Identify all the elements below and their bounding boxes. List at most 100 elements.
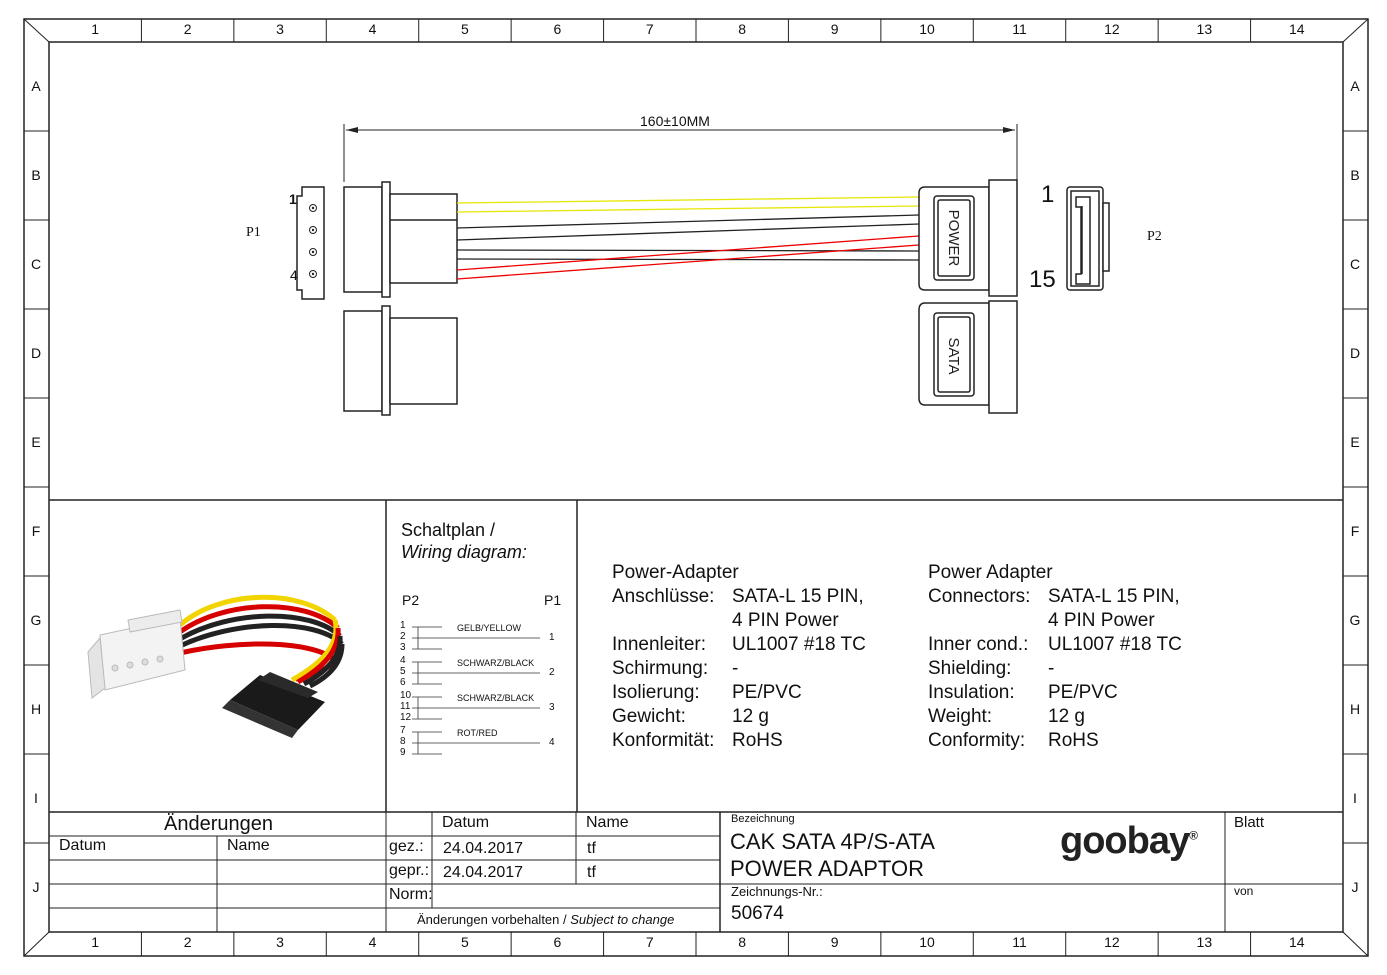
- spec-row: Konformität:RoHS: [612, 729, 866, 753]
- spec-value: RoHS: [1048, 730, 1099, 751]
- column-label: 7: [645, 21, 654, 37]
- gez-name: tf: [587, 840, 596, 857]
- row-label: C: [30, 255, 42, 272]
- column-label: 7: [645, 934, 654, 950]
- changes-name-col: Name: [227, 837, 270, 854]
- changes-header: Änderungen: [164, 813, 273, 835]
- spec-row: Insulation:PE/PVC: [928, 681, 1182, 705]
- p1-pin-last: 4: [290, 267, 298, 283]
- sata-data-connector: [918, 300, 1018, 414]
- wiring-p2-pin: 3: [400, 642, 406, 653]
- column-label: 13: [1196, 21, 1213, 37]
- row-label: E: [31, 433, 41, 450]
- spec-row: Inner cond.:UL1007 #18 TC: [928, 633, 1182, 657]
- column-label: 12: [1104, 21, 1120, 37]
- column-label: 4: [368, 934, 377, 950]
- spec-key: Gewicht:: [612, 706, 686, 727]
- spec-key: Innenleiter:: [612, 634, 707, 655]
- spec-value: -: [1048, 658, 1055, 679]
- spec-key: Anschlüsse:: [612, 586, 715, 607]
- column-label: 9: [830, 21, 839, 37]
- datum-header: Datum: [442, 814, 490, 831]
- column-label: 1: [91, 934, 100, 950]
- subject-to-change: Änderungen vorbehalten / Subject to chan…: [417, 912, 674, 927]
- wiring-color-label: SCHWARZ/BLACK: [457, 658, 535, 668]
- dimension-label: 160±10MM: [640, 113, 710, 129]
- wiring-p2-pin: 12: [400, 712, 412, 723]
- sata-photo: [222, 672, 325, 738]
- bezeichnung-label: Bezeichnung: [731, 813, 795, 825]
- wiring-p2-pin: 11: [400, 701, 411, 712]
- column-label: 3: [276, 21, 284, 37]
- spec-key: Weight:: [928, 706, 993, 727]
- wiring-color-label: ROT/RED: [457, 728, 498, 738]
- spec-row: 4 PIN Power: [612, 609, 866, 633]
- spec-value: SATA-L 15 PIN,: [1048, 586, 1180, 607]
- wiring-p2-pin: 5: [400, 666, 406, 677]
- row-label: G: [1349, 611, 1361, 628]
- spec-row: Weight:12 g: [928, 705, 1182, 729]
- column-label: 8: [738, 21, 747, 37]
- spec-row: Connectors: SATA-L 15 PIN,: [928, 585, 1182, 609]
- p2-pin-first: 1: [1041, 181, 1055, 208]
- spec-value: UL1007 #18 TC: [732, 634, 866, 655]
- spec-key: Conformity:: [928, 730, 1026, 751]
- wiring-color-label: SCHWARZ/BLACK: [457, 693, 535, 703]
- gepr-label: gepr.:: [389, 862, 430, 879]
- wiring-p2-pin: 4: [400, 655, 406, 666]
- wiring-left-header: P2: [402, 592, 420, 608]
- gepr-name: tf: [587, 864, 596, 881]
- wiring-right-header: P1: [544, 592, 562, 608]
- column-label: 11: [1012, 21, 1027, 37]
- subject-en: Subject to change: [570, 912, 675, 927]
- spec-key: [928, 609, 1048, 633]
- wiring-color-label: GELB/YELLOW: [457, 623, 522, 633]
- spec-key: Isolierung:: [612, 682, 700, 703]
- spec-value: -: [732, 658, 739, 679]
- spec-row: Schirmung: -: [612, 657, 866, 681]
- title-line1: CAK SATA 4P/S-ATA: [730, 829, 935, 854]
- wiring-p2-pin: 2: [400, 631, 406, 642]
- spec-value: 12 g: [732, 706, 769, 727]
- product-image: [87, 594, 345, 738]
- wiring-p2-pin: 1: [400, 620, 406, 631]
- spec-row: Gewicht: 12 g: [612, 705, 866, 729]
- spec-value: RoHS: [732, 730, 783, 751]
- p1-label: P1: [246, 225, 261, 240]
- power-label: POWER: [945, 210, 962, 267]
- row-label: G: [30, 611, 42, 628]
- gez-label: gez.:: [389, 838, 424, 855]
- subject-de: Änderungen vorbehalten /: [417, 912, 567, 927]
- column-label: 9: [830, 934, 839, 950]
- row-label: B: [1350, 166, 1360, 183]
- row-label: D: [30, 344, 42, 361]
- spec-value: 4 PIN Power: [732, 610, 839, 631]
- row-label: J: [1351, 878, 1359, 895]
- p1-pin-first: 1: [289, 191, 297, 207]
- gepr-date: 24.04.2017: [443, 864, 524, 881]
- spec-row: 4 PIN Power: [928, 609, 1182, 633]
- name-header: Name: [586, 814, 629, 831]
- column-label: 10: [919, 934, 935, 950]
- column-label: 5: [461, 934, 469, 950]
- row-label: I: [1353, 789, 1357, 806]
- row-label: F: [1350, 522, 1360, 539]
- spec-value: UL1007 #18 TC: [1048, 634, 1182, 655]
- molex-photo: [87, 609, 186, 699]
- row-label: H: [1349, 700, 1361, 717]
- row-label: A: [31, 77, 41, 94]
- column-label: 10: [919, 21, 935, 37]
- spec-key: Connectors:: [928, 586, 1031, 607]
- blatt-label: Blatt: [1234, 814, 1265, 831]
- row-label: B: [31, 166, 41, 183]
- norm-label: Norm:: [389, 886, 433, 903]
- spec-row: Isolierung:PE/PVC: [612, 681, 866, 705]
- spec-key: Schirmung:: [612, 658, 709, 679]
- spec-en-title: Power Adapter: [928, 562, 1053, 583]
- spec-de: Power-Adapter Anschlüsse:SATA-L 15 PIN,4…: [612, 561, 866, 753]
- row-label: F: [31, 522, 41, 539]
- row-label: I: [34, 789, 38, 806]
- column-label: 12: [1104, 934, 1120, 950]
- wiring-title-en: Wiring diagram:: [401, 542, 527, 562]
